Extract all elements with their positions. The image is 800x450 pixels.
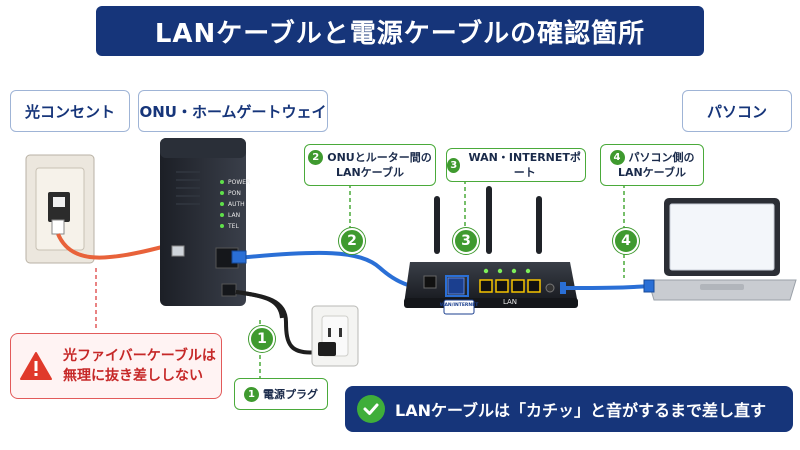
- onu-led-tel: [220, 224, 224, 228]
- reconnect-note: LANケーブルは「カチッ」と音がするまで差し直す: [345, 386, 793, 432]
- router-device: WAN/INTERNET LAN: [404, 186, 578, 315]
- wan-port-highlight: [445, 275, 469, 297]
- step-2-text-line2: LANケーブル: [335, 166, 405, 179]
- step-3-label: 3 WAN・INTERNETポート: [446, 148, 586, 182]
- step-3-marker: 3: [453, 228, 479, 254]
- onu-led-label: TEL: [227, 223, 239, 230]
- outlet-label: 光コンセント: [10, 90, 130, 132]
- warning-icon: [20, 352, 52, 380]
- pc-label: パソコン: [682, 90, 792, 132]
- warning-line1: 光ファイバーケーブルは: [63, 348, 216, 364]
- step-2-marker: 2: [339, 228, 365, 254]
- onu-led-label: LAN: [228, 212, 240, 219]
- step-number: 2: [308, 150, 324, 165]
- onu-led-auth: [220, 202, 224, 206]
- onu-led-pon: [220, 191, 224, 195]
- step-4-text-line1: パソコン側の: [628, 151, 695, 164]
- step-4-text-line2: LANケーブル: [617, 166, 687, 179]
- onu-label: ONU・ホームゲートウェイ: [138, 90, 328, 132]
- step-3-text: WAN・INTERNETポート: [468, 151, 581, 179]
- warning-line2: 無理に抜き差ししない: [63, 368, 203, 384]
- step-2-text-line1: ONUとルーター間の: [327, 151, 432, 164]
- step-4-marker: 4: [613, 228, 639, 254]
- onu-led-lan: [220, 213, 224, 217]
- onu-led-label: AUTH: [228, 201, 245, 208]
- note-text: LANケーブルは「カチッ」と音がするまで差し直す: [395, 401, 767, 420]
- onu-led-label: PON: [228, 190, 241, 197]
- warning-box: 光ファイバーケーブルは 無理に抜き差ししない: [10, 333, 222, 399]
- step-1-text: 電源プラグ: [263, 387, 318, 401]
- onu-device: POWER PON AUTH LAN TEL: [160, 138, 250, 306]
- onu-led-label: POWER: [228, 179, 250, 186]
- lan-port-label: LAN: [503, 298, 517, 306]
- step-number: 1: [244, 386, 259, 402]
- check-icon: [357, 395, 385, 423]
- onu-led-power: [220, 180, 224, 184]
- optical-outlet: [25, 154, 95, 264]
- laptop: [647, 198, 797, 301]
- step-1-label: 1 電源プラグ: [234, 378, 328, 410]
- step-1-marker: 1: [249, 326, 275, 352]
- power-outlet: [311, 305, 359, 367]
- wan-port-label: WAN/INTERNET: [440, 302, 480, 308]
- step-number: 3: [447, 157, 461, 173]
- step-number: 4: [609, 150, 625, 165]
- page-title: LANケーブルと電源ケーブルの確認箇所: [96, 6, 704, 56]
